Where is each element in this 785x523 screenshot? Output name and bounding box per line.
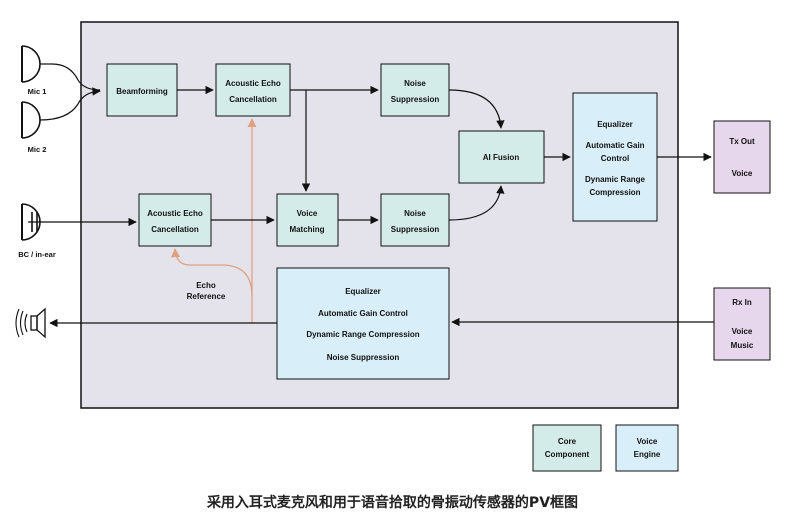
voice-matching-block: Voice Matching (276, 193, 339, 247)
aec-bottom-block: Acoustic Echo Cancellation (138, 193, 212, 247)
svg-text:Equalizer: Equalizer (345, 287, 381, 296)
svg-text:Noise: Noise (404, 79, 426, 88)
svg-text:Music: Music (731, 341, 754, 350)
svg-text:Acoustic Echo: Acoustic Echo (225, 79, 281, 88)
rx-chain-block: Equalizer Automatic Gain Control Dynamic… (276, 267, 450, 380)
svg-text:Automatic Gain: Automatic Gain (585, 141, 644, 150)
svg-text:Voice: Voice (732, 169, 753, 178)
svg-text:Noise Suppression: Noise Suppression (327, 353, 400, 362)
mic1-label: Mic 1 (28, 87, 47, 96)
svg-text:Voice: Voice (637, 437, 658, 446)
bc-label: BC / in-ear (18, 250, 56, 259)
ns-bottom-to-ai-fusion-arrow (448, 185, 505, 221)
legend-voice-engine: Voice Engine (615, 424, 679, 472)
svg-text:Equalizer: Equalizer (597, 120, 633, 129)
beamforming-block: Beamforming (106, 63, 178, 117)
svg-text:Voice: Voice (297, 209, 318, 218)
figure-caption: 采用入耳式麦克风和用于语音拾取的骨振动传感器的PV框图 (206, 495, 579, 511)
svg-text:Acoustic Echo: Acoustic Echo (147, 209, 203, 218)
svg-text:Engine: Engine (634, 450, 661, 459)
mic2-connector (39, 87, 101, 121)
svg-text:Dynamic Range: Dynamic Range (585, 175, 646, 184)
bone-conduction-sensor-icon (21, 203, 46, 241)
svg-text:Control: Control (601, 154, 629, 163)
svg-text:Beamforming: Beamforming (116, 87, 168, 96)
svg-text:Automatic Gain Control: Automatic Gain Control (318, 309, 408, 318)
svg-text:Suppression: Suppression (391, 95, 440, 104)
svg-text:Matching: Matching (289, 225, 324, 234)
aec-top-block: Acoustic Echo Cancellation (215, 63, 291, 117)
svg-text:Cancellation: Cancellation (151, 225, 199, 234)
svg-text:Suppression: Suppression (391, 225, 440, 234)
microphone-icon (21, 101, 41, 139)
speaker-icon (15, 307, 46, 339)
svg-text:Cancellation: Cancellation (229, 95, 277, 104)
tx-out-block: Tx Out Voice (713, 120, 771, 194)
ns-top-to-ai-fusion-arrow (448, 89, 505, 129)
mic1-connector (51, 63, 101, 91)
svg-text:Rx In: Rx In (732, 298, 752, 307)
svg-text:Core: Core (558, 437, 577, 446)
svg-text:Tx Out: Tx Out (729, 137, 755, 146)
ns-top-block: Noise Suppression (380, 63, 450, 117)
mic2-label: Mic 2 (28, 145, 47, 154)
svg-text:AI Fusion: AI Fusion (483, 153, 520, 162)
echo-reference-to-aec-bottom (170, 248, 253, 297)
block-diagram: Mic 1 Mic 2 BC / in-ear Beamforming Acou… (15, 21, 771, 472)
svg-text:Noise: Noise (404, 209, 426, 218)
ns-bottom-block: Noise Suppression (380, 193, 450, 247)
echo-reference-label: Reference (187, 292, 226, 301)
tx-chain-block: Equalizer Automatic Gain Control Dynamic… (572, 92, 658, 222)
svg-text:Compression: Compression (589, 188, 640, 197)
microphone-icon (21, 45, 52, 83)
svg-text:Voice: Voice (732, 327, 753, 336)
legend-core-component: Core Component (532, 424, 602, 472)
svg-text:Component: Component (545, 450, 590, 459)
svg-text:Dynamic Range Compression: Dynamic Range Compression (306, 330, 419, 339)
rx-in-block: Rx In Voice Music (713, 287, 771, 361)
ai-fusion-block: AI Fusion (458, 130, 545, 184)
echo-reference-label: Echo (196, 281, 216, 290)
